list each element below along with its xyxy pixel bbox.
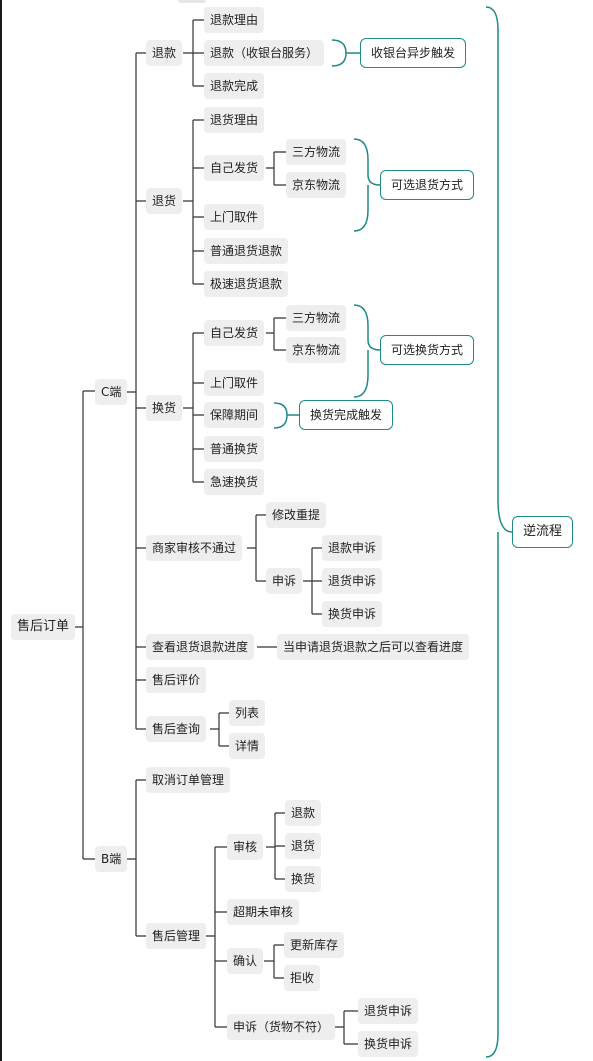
- connector-exchange: [183, 332, 204, 483]
- node-view-progress[interactable]: 查看退货退款进度: [146, 634, 255, 660]
- node-exchange-pickup[interactable]: 上门取件: [204, 370, 265, 396]
- node-query-list[interactable]: 列表: [229, 700, 266, 726]
- node-appeal-goods-mismatch[interactable]: 申诉（货物不符）: [227, 1014, 336, 1040]
- node-return-fast[interactable]: 极速退货退款: [204, 271, 289, 297]
- connector-aftersale-mgmt: [206, 846, 227, 1028]
- connector-audit: [266, 812, 285, 880]
- node-return-reason[interactable]: 退货理由: [204, 107, 265, 133]
- bracket-cashier: [331, 39, 360, 67]
- node-query[interactable]: 售后查询: [146, 716, 207, 742]
- node-b-appeal-return[interactable]: 退货申诉: [358, 998, 419, 1024]
- node-return-self-ship[interactable]: 自己发货: [204, 155, 265, 181]
- node-refund-reason[interactable]: 退款理由: [204, 7, 265, 33]
- connector-b-end: [125, 779, 146, 937]
- node-b-appeal-exchange[interactable]: 换货申诉: [358, 1031, 419, 1057]
- node-exchange[interactable]: 换货: [146, 395, 183, 421]
- node-overdue-unaudited[interactable]: 超期未审核: [227, 899, 300, 925]
- node-appeal-return[interactable]: 退货申诉: [322, 568, 383, 594]
- node-update-stock[interactable]: 更新库存: [284, 932, 345, 958]
- connector-exchange-self: [266, 317, 286, 351]
- node-appeal[interactable]: 申诉: [266, 568, 303, 594]
- node-return-third-party[interactable]: 三方物流: [286, 139, 347, 165]
- node-aftersale-mgmt[interactable]: 售后管理: [146, 923, 207, 949]
- connector-appeal-mismatch: [334, 1010, 358, 1045]
- node-query-detail[interactable]: 详情: [229, 733, 266, 759]
- summary-exchange-complete[interactable]: 换货完成触发: [299, 400, 394, 430]
- node-confirm[interactable]: 确认: [227, 948, 264, 974]
- connector-return: [183, 119, 204, 285]
- node-cancel-order-mgmt[interactable]: 取消订单管理: [146, 767, 231, 793]
- node-merchant-reject[interactable]: 商家审核不通过: [146, 535, 243, 561]
- node-exchange-urgent[interactable]: 急速换货: [204, 469, 265, 495]
- connector-merchant-reject: [247, 514, 266, 582]
- node-exchange-jd[interactable]: 京东物流: [286, 337, 347, 363]
- node-c-end[interactable]: C端: [95, 379, 128, 405]
- node-audit-exchange[interactable]: 换货: [285, 866, 322, 892]
- top-node-edge: [178, 0, 206, 3]
- node-exchange-third-party[interactable]: 三方物流: [286, 305, 347, 331]
- summary-reverse-flow[interactable]: 逆流程: [512, 516, 574, 548]
- bracket-reverse-flow: [485, 6, 513, 1058]
- node-return-jd[interactable]: 京东物流: [286, 172, 347, 198]
- node-review[interactable]: 售后评价: [146, 667, 207, 693]
- node-audit-return[interactable]: 退货: [285, 833, 322, 859]
- node-return-normal[interactable]: 普通退货退款: [204, 238, 289, 264]
- summary-return-method[interactable]: 可选退货方式: [380, 170, 475, 200]
- node-exchange-normal[interactable]: 普通换货: [204, 436, 265, 462]
- node-refund[interactable]: 退款: [146, 40, 183, 66]
- connector-c-end: [125, 52, 146, 730]
- bracket-exchange-method: [353, 304, 381, 398]
- node-return[interactable]: 退货: [146, 188, 183, 214]
- node-refund-cashier[interactable]: 退款（收银台服务）: [204, 40, 325, 66]
- node-refund-done[interactable]: 退款完成: [204, 73, 265, 99]
- node-return-pickup[interactable]: 上门取件: [204, 204, 265, 230]
- node-modify-resubmit[interactable]: 修改重提: [266, 502, 327, 528]
- connector-root: [72, 390, 95, 860]
- summary-exchange-method[interactable]: 可选换货方式: [380, 335, 475, 365]
- node-appeal-exchange[interactable]: 换货申诉: [322, 601, 383, 627]
- connector-return-self: [266, 151, 286, 186]
- bracket-exchange-complete: [273, 402, 299, 429]
- node-exchange-warranty[interactable]: 保障期间: [204, 402, 265, 428]
- node-aftersale-order[interactable]: 售后订单: [11, 614, 76, 640]
- node-b-end[interactable]: B端: [95, 846, 128, 872]
- connector-appeal: [303, 547, 322, 615]
- node-appeal-refund[interactable]: 退款申诉: [322, 535, 383, 561]
- node-exchange-self-ship[interactable]: 自己发货: [204, 320, 265, 346]
- node-reject[interactable]: 拒收: [284, 965, 321, 991]
- node-audit[interactable]: 审核: [227, 834, 264, 860]
- node-audit-refund[interactable]: 退款: [285, 800, 322, 826]
- node-view-progress-note[interactable]: 当申请退货退款之后可以查看进度: [277, 634, 470, 660]
- summary-cashier-async[interactable]: 收银台异步触发: [360, 38, 467, 68]
- bracket-return-method: [353, 138, 381, 232]
- canvas-left-border: [0, 0, 2, 1061]
- connector-confirm: [264, 944, 284, 979]
- connector-refund: [183, 19, 204, 87]
- connector-query: [210, 712, 229, 747]
